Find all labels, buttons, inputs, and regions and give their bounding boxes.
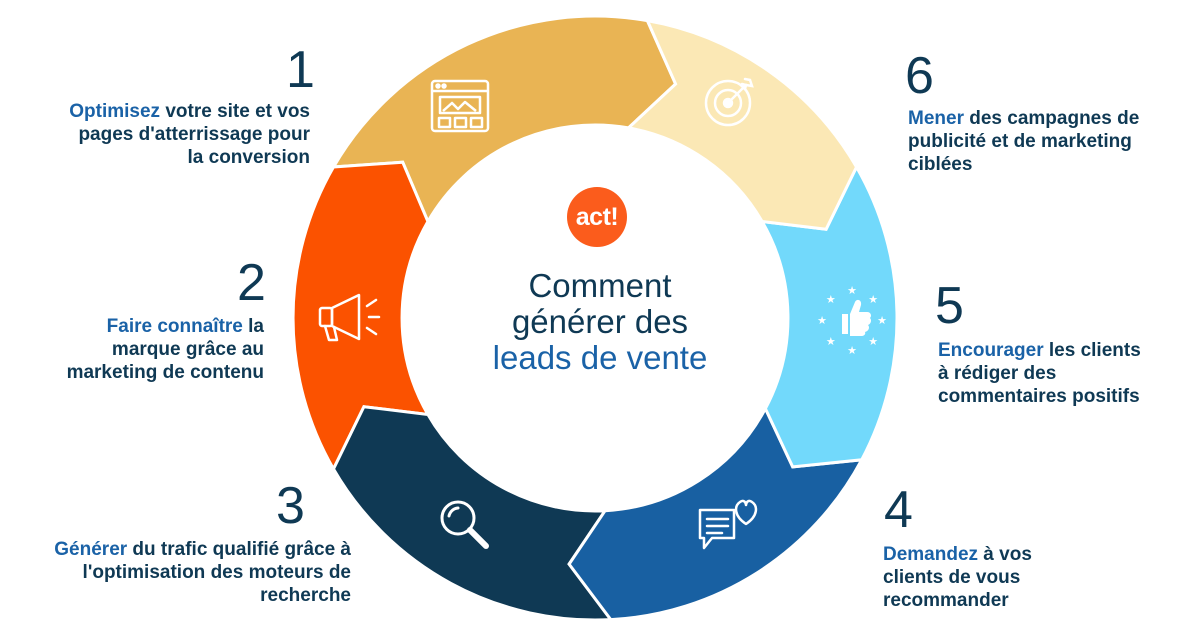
step-2-text: Faire connaître la marque grâce au marke…	[50, 315, 264, 384]
center-title-line3: leads de vente	[492, 339, 708, 376]
magnifier-icon	[440, 500, 489, 549]
step-6-text: Mener des campagnes de publicité et de m…	[908, 107, 1168, 176]
step-5-number: 5	[935, 277, 964, 335]
step-4-number: 4	[884, 481, 913, 539]
star-icon: ★	[826, 336, 836, 348]
step-2-highlight: Faire connaître	[106, 316, 243, 337]
step-1-number: 1	[286, 41, 315, 99]
star-icon: ★	[868, 336, 878, 348]
center-title-line1: Comment	[528, 267, 672, 304]
star-icon: ★	[847, 345, 857, 357]
step-1-rest: votre site et vos pages d'atterrissage p…	[78, 101, 310, 168]
step-5-text: Encourager les clients à rédiger des com…	[938, 339, 1153, 408]
step-4-highlight: Demandez	[883, 544, 979, 565]
webpage-layout-icon	[430, 79, 490, 133]
step-5-highlight: Encourager	[938, 340, 1044, 361]
star-icon: ★	[877, 315, 887, 327]
step-4-text: Demandez à vos clients de vous recommand…	[883, 543, 1078, 612]
act-logo: act!	[567, 187, 627, 247]
step-2-number: 2	[237, 254, 266, 312]
megaphone-icon	[318, 293, 381, 342]
step-3-number: 3	[276, 477, 305, 535]
step-3-text: Générer du trafic qualifié grâce à l'opt…	[40, 538, 351, 607]
step-1-text: Optimisez votre site et vos pages d'atte…	[60, 100, 310, 169]
segment-2	[291, 160, 431, 473]
chat-heart-icon	[698, 499, 758, 550]
icon-layer: ★ ★ ★ ★ ★ ★ ★ ★	[318, 77, 887, 550]
step-6-highlight: Mener	[908, 108, 964, 129]
center-title: Comment générer des leads de vente	[460, 268, 740, 376]
target-icon	[704, 77, 754, 127]
step-3-rest: du trafic qualifié grâce à l'optimisatio…	[82, 539, 351, 606]
step-2-rest: la marque grâce au marketing de contenu	[66, 316, 264, 383]
step-6-number: 6	[905, 47, 934, 105]
star-icon: ★	[868, 294, 878, 306]
step-3-highlight: Générer	[54, 539, 128, 560]
center-title-line2: générer des	[511, 303, 689, 340]
step-4-rest: à vos clients de vous recommander	[883, 544, 1032, 611]
watermark-number: 5	[630, 452, 655, 501]
star-icon: ★	[826, 294, 836, 306]
segment-5	[759, 163, 899, 469]
thumbs-up-stars-icon: ★ ★ ★ ★ ★ ★ ★ ★	[817, 285, 887, 357]
star-icon: ★	[847, 285, 857, 297]
cycle-ring	[291, 14, 899, 622]
step-5-rest: les clients à rédiger des commentaires p…	[938, 340, 1141, 407]
step-1-highlight: Optimisez	[69, 101, 161, 122]
segment-6	[625, 18, 859, 231]
star-icon: ★	[817, 315, 827, 327]
step-6-rest: des campagnes de publicité et de marketi…	[908, 108, 1140, 175]
